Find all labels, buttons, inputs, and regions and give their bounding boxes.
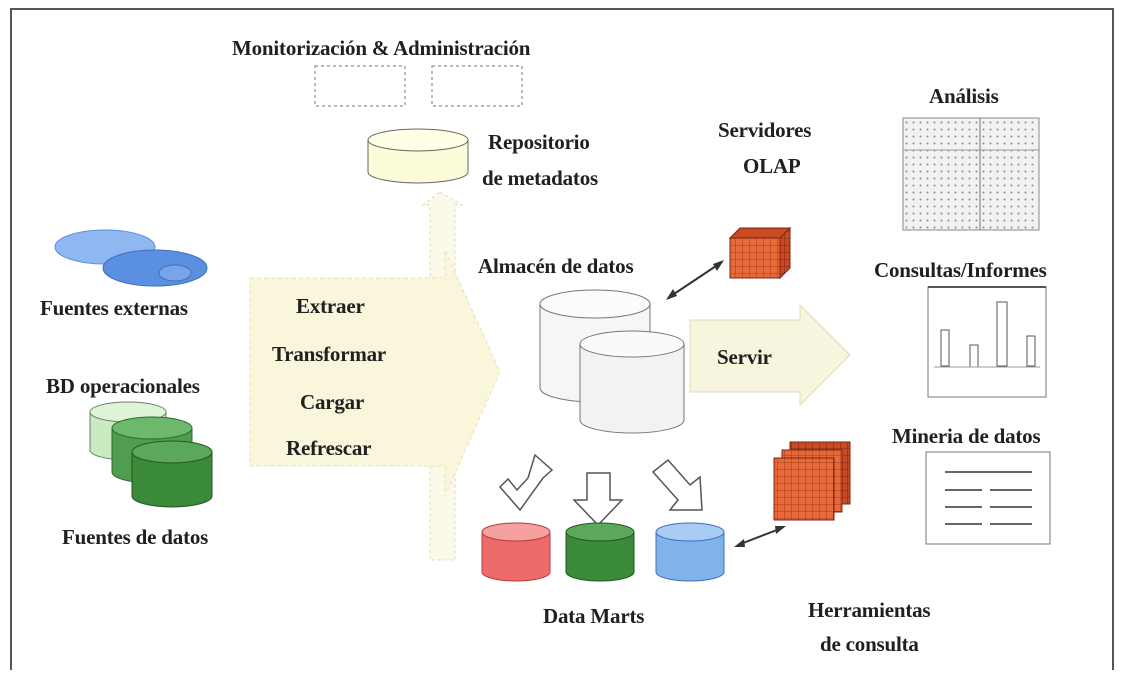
monitoring-boxes bbox=[314, 65, 523, 107]
repository-label-line1: Repositorio bbox=[488, 130, 590, 154]
etl-step-refresh: Refrescar bbox=[286, 436, 372, 460]
serve-arrow bbox=[689, 303, 851, 407]
serve-label: Servir bbox=[717, 345, 772, 369]
operational-db-label: BD operacionales bbox=[46, 374, 200, 398]
reports-bar-chart-icon bbox=[927, 286, 1047, 398]
query-tools-cubes bbox=[773, 441, 851, 521]
etl-arrow bbox=[249, 249, 501, 497]
warehouse-olap-arrow bbox=[666, 260, 724, 300]
warehouse-cylinders bbox=[539, 289, 685, 434]
olap-label-line2: OLAP bbox=[743, 154, 801, 178]
repository-label-line2: de metadatos bbox=[482, 166, 599, 190]
data-mart-blue bbox=[655, 522, 725, 582]
metadata-repository-cylinder bbox=[367, 128, 469, 184]
mart-flow-arrows bbox=[498, 453, 703, 527]
external-sources-icon bbox=[54, 229, 208, 287]
analysis-label: Análisis bbox=[929, 84, 999, 108]
etl-step-load: Cargar bbox=[300, 390, 365, 414]
external-sources-label: Fuentes externas bbox=[40, 296, 188, 320]
monitoring-label: Monitorización & Administración bbox=[232, 36, 531, 60]
data-mining-label: Mineria de datos bbox=[892, 424, 1041, 448]
queries-reports-label: Consultas/Informes bbox=[874, 258, 1047, 282]
analysis-grid-icon bbox=[902, 117, 1040, 231]
data-marts-label: Data Marts bbox=[543, 604, 645, 628]
data-mining-document-icon bbox=[925, 451, 1051, 545]
data-sources-label: Fuentes de datos bbox=[62, 525, 209, 549]
olap-cube-icon bbox=[728, 226, 792, 280]
data-mart-red bbox=[481, 522, 551, 582]
etl-step-extract: Extraer bbox=[296, 294, 365, 318]
query-tools-label-line1: Herramientas bbox=[808, 598, 931, 622]
etl-step-transform: Transformar bbox=[272, 342, 387, 366]
operational-db-cylinders bbox=[89, 401, 213, 508]
warehouse-label: Almacén de datos bbox=[478, 254, 634, 278]
olap-label-line1: Servidores bbox=[718, 118, 812, 142]
data-mart-green bbox=[565, 522, 635, 582]
diagram-frame bbox=[10, 8, 1114, 670]
query-tools-label-line2: de consulta bbox=[820, 632, 919, 656]
mart-tools-arrow bbox=[734, 526, 786, 547]
